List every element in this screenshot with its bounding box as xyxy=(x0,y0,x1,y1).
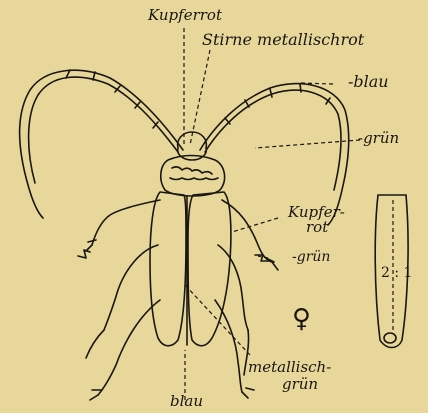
label-metallisch-gruen-line1: metallisch- xyxy=(248,360,331,375)
leader-kupferrot-mid xyxy=(232,218,278,232)
left-hind-leg xyxy=(98,300,160,395)
label-stirne: Stirne metallischrot xyxy=(202,32,364,48)
label-gruen-leg: -grün xyxy=(292,250,330,264)
label-metallisch-gruen-line2: grün xyxy=(282,377,318,392)
left-elytron xyxy=(150,192,186,346)
right-elytron xyxy=(188,192,231,346)
leader-gruen-right xyxy=(255,140,360,148)
label-kupfer-rot-line2: rot xyxy=(306,220,328,235)
female-symbol: ♀ xyxy=(292,306,311,332)
pronotum xyxy=(161,156,225,197)
label-ratio: 2 : 1 xyxy=(381,266,412,280)
label-blau-bottom: blau xyxy=(170,394,203,409)
right-hind-leg xyxy=(215,300,242,392)
right-middle-leg xyxy=(218,245,248,330)
leader-stirne xyxy=(190,50,210,145)
label-blau-right: -blau xyxy=(348,74,389,90)
leader-metallisch xyxy=(185,285,250,355)
label-gruen-right: -grün xyxy=(358,131,399,146)
label-kupferrot-top: Kupferrot xyxy=(148,8,222,23)
